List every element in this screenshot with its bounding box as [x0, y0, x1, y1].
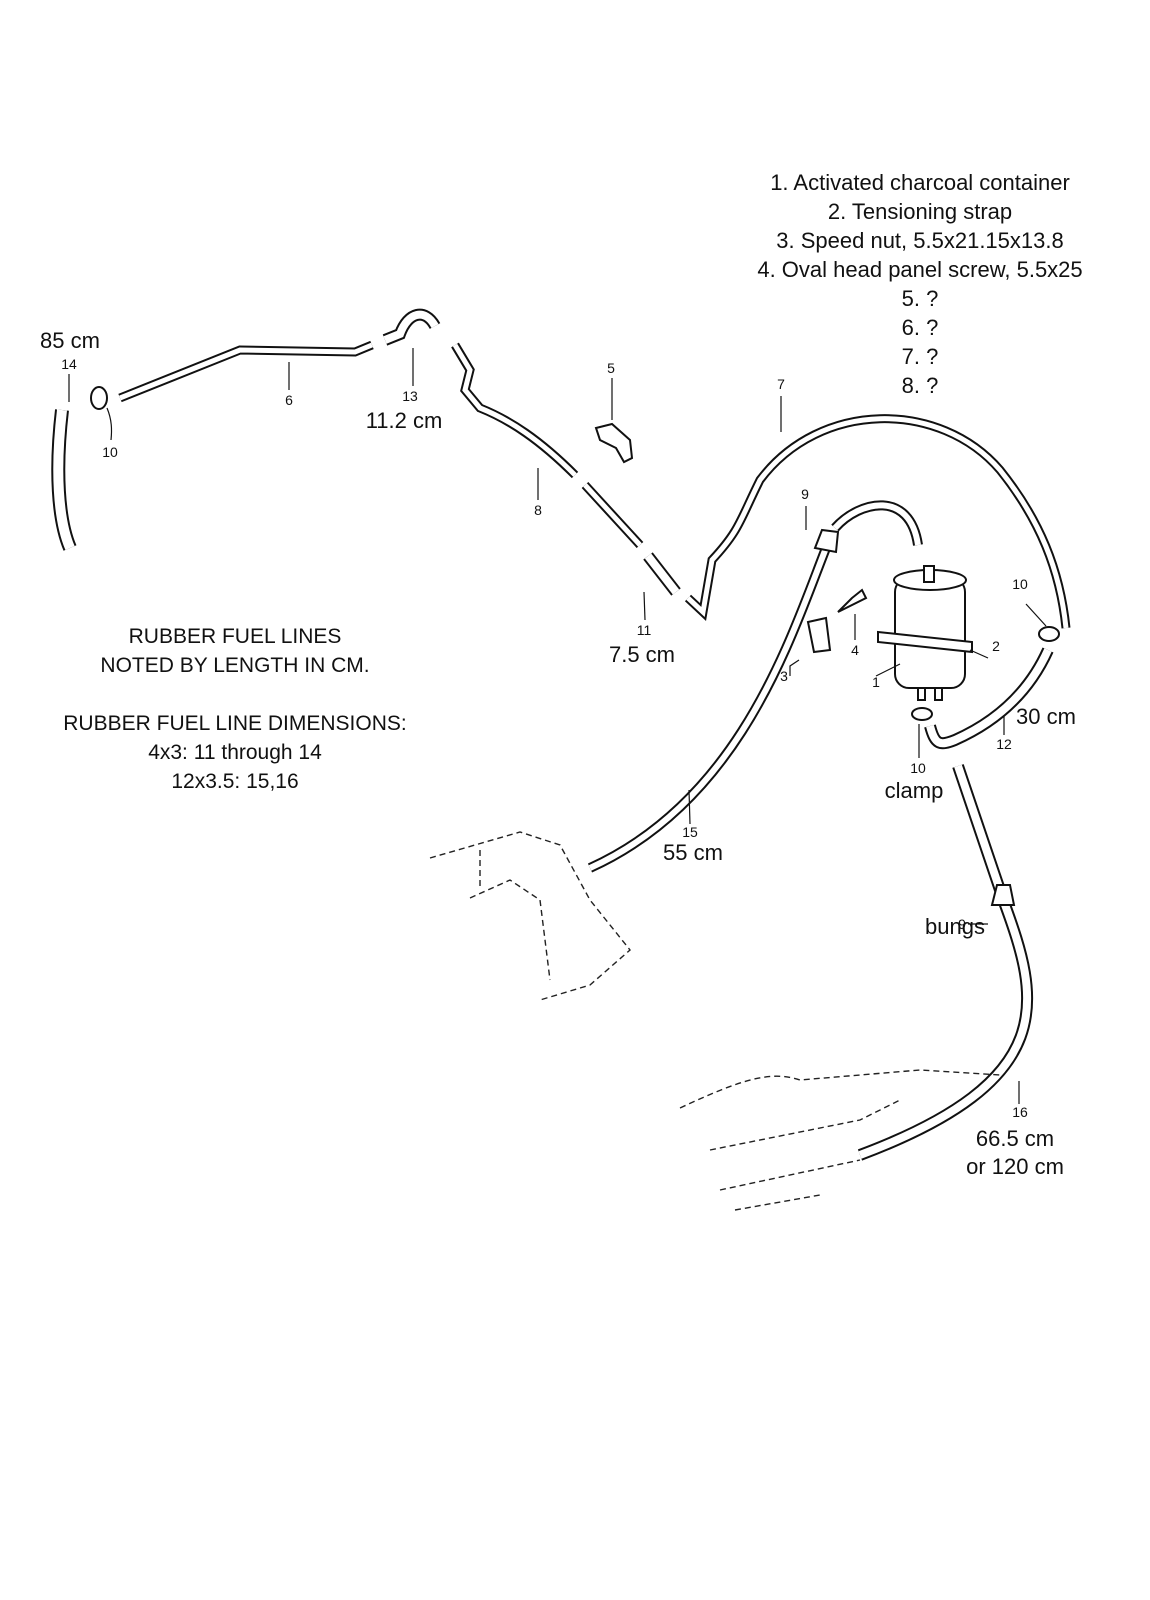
hose-12 — [924, 647, 1054, 750]
hose-13 — [382, 308, 441, 346]
hose-14 — [51, 409, 77, 551]
legend-item: 6. ? — [901, 315, 939, 340]
legend-item: 5. ? — [901, 286, 939, 311]
dimensions-line-2: 12x3.5: 15,16 — [171, 770, 299, 793]
pipe-7 — [684, 414, 1071, 629]
screw-4 — [837, 588, 868, 613]
callout-11: 11 — [636, 622, 652, 638]
pipe-8 — [451, 342, 644, 549]
pipe-6 — [118, 340, 374, 403]
callout-2: 2 — [992, 638, 1000, 654]
bung-9-lower — [990, 884, 1016, 906]
bung-9-upper — [813, 528, 840, 554]
leader-lines — [68, 348, 1047, 1104]
callout-15: 15 — [682, 824, 698, 840]
legend-item: 7. ? — [901, 344, 939, 369]
legend-item: 2. Tensioning strap — [827, 199, 1013, 224]
length-hose-16: 66.5 cm — [975, 1126, 1055, 1151]
length-hose-11: 7.5 cm — [608, 642, 676, 667]
fuel-line-notes: RUBBER FUEL LINES NOTED BY LENGTH IN CM.… — [20, 622, 450, 796]
notes-line-1: RUBBER FUEL LINES — [128, 625, 342, 648]
legend-item: 1. Activated charcoal container — [770, 170, 1070, 195]
callout-9-upper: 9 — [801, 486, 809, 502]
legend-item: 3. Speed nut, 5.5x21.15x13.8 — [776, 228, 1064, 253]
callout-7: 7 — [777, 376, 785, 392]
charcoal-container-1 — [877, 565, 973, 701]
length-hose-13: 11.2 cm — [365, 408, 443, 433]
callout-10: 10 — [102, 444, 118, 460]
dimensions-title: RUBBER FUEL LINE DIMENSIONS: — [63, 712, 407, 735]
callout-16: 16 — [1012, 1104, 1028, 1120]
clamp-10-bottom — [911, 707, 933, 721]
bracket-5 — [594, 422, 634, 464]
callout-13: 13 — [402, 388, 418, 404]
clamp-10-right — [1038, 626, 1060, 642]
legend-item: 4. Oval head panel screw, 5.5x25 — [757, 257, 1083, 282]
parts-legend: 1. Activated charcoal container 2. Tensi… — [720, 168, 1120, 400]
notes-line-2: NOTED BY LENGTH IN CM. — [100, 654, 370, 677]
callout-6: 6 — [285, 392, 293, 408]
callout-3: 3 — [780, 668, 788, 684]
hose-11 — [643, 552, 681, 596]
callout-5: 5 — [607, 360, 615, 376]
callout-10-bottom: 10 — [910, 760, 926, 776]
speed-nut-3 — [806, 616, 832, 654]
callout-4: 4 — [851, 642, 859, 658]
legend-item: 8. ? — [901, 373, 939, 398]
callout-1: 1 — [872, 674, 880, 690]
chassis-outline-left — [429, 831, 631, 1001]
length-hose-15: 55 cm — [663, 840, 723, 865]
callout-8: 8 — [534, 502, 542, 518]
clamp-10-left — [90, 386, 108, 410]
hose-15 — [587, 500, 923, 873]
callout-12: 12 — [996, 736, 1012, 752]
length-hose-12: 30 cm — [1016, 704, 1076, 729]
length-hose-16-alt: or 120 cm — [966, 1154, 1064, 1179]
chassis-outline-right — [679, 1069, 1001, 1211]
callout-9-lower: 9 — [958, 916, 966, 932]
dimensions-line-1: 4x3: 11 through 14 — [148, 741, 322, 764]
clamp-label: clamp — [884, 778, 944, 803]
callout-14: 14 — [61, 356, 77, 372]
length-hose-14: 85 cm — [40, 328, 100, 353]
bungs-label: bungs — [925, 914, 985, 939]
callout-10-right: 10 — [1012, 576, 1028, 592]
hose-16 — [857, 764, 1034, 1161]
